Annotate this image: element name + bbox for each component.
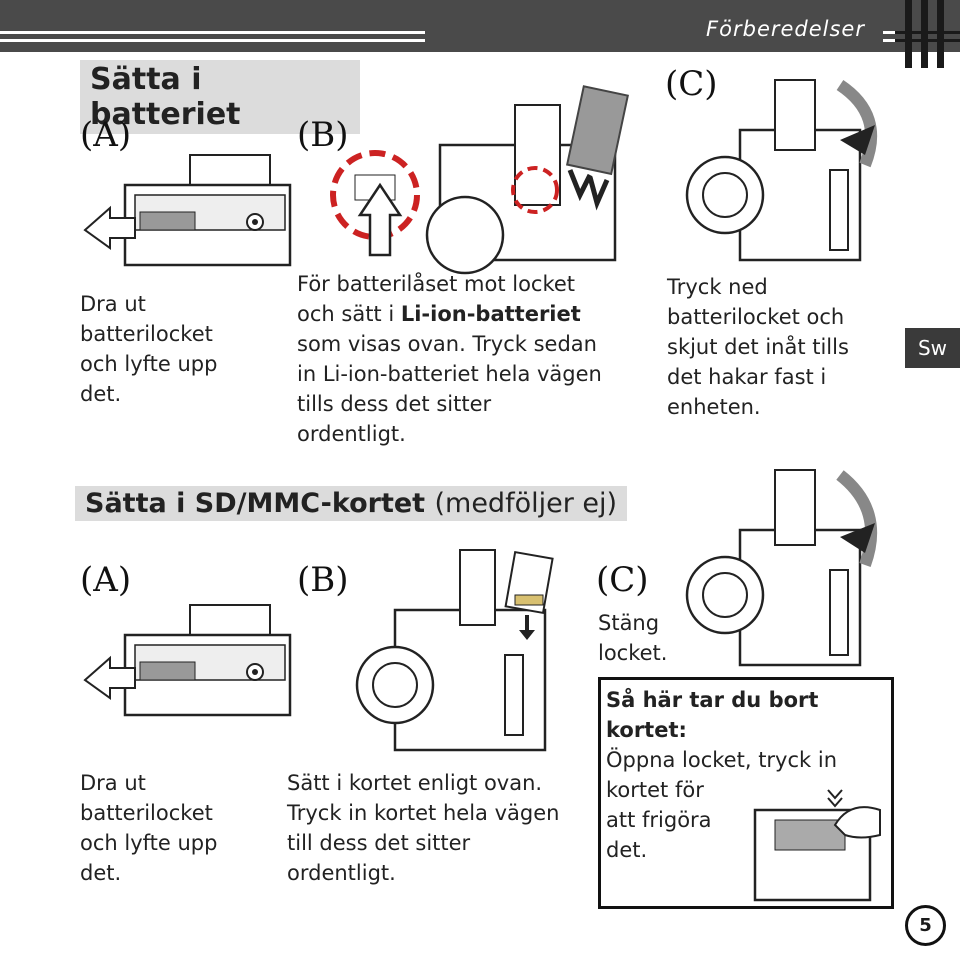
sd-card-insertion-illustration [355, 549, 554, 752]
corner-bar-decoration [921, 0, 928, 68]
step-c-text: Tryck ned batterilocket och skjut det in… [667, 275, 849, 419]
camera-close-lid-illustration [685, 469, 878, 667]
camera-bottom-illustration [83, 154, 292, 267]
battery-insertion-illustration [330, 85, 629, 275]
header-rule [0, 31, 425, 34]
header-rule [883, 39, 903, 42]
step-b-text: För batterilåset mot locket och sätt i L… [297, 272, 602, 446]
section-heading-sd-card: Sätta i SD/MMC-kortet (medföljer ej) [75, 486, 628, 521]
language-tab: Sw [905, 328, 960, 368]
step-c-text: Stäng locket. [598, 611, 668, 665]
step-label-a: (A) [80, 560, 132, 600]
corner-bar-decoration [895, 31, 960, 34]
step-a-text: Dra ut batterilocket och lyfte upp det. [80, 771, 218, 885]
camera-close-lid-illustration [685, 79, 878, 262]
corner-bar-decoration [937, 0, 944, 68]
step-label-b: (B) [297, 560, 349, 600]
step-b-text: Sätt i kortet enligt ovan. Tryck in kort… [287, 771, 560, 885]
step-label-b: (B) [297, 115, 349, 155]
camera-bottom-illustration [83, 604, 292, 717]
step-label-a: (A) [80, 115, 132, 155]
note-text: Så här tar du bort kortet: Öppna locket,… [606, 688, 838, 862]
header-title: Förberedelser [706, 17, 865, 41]
step-label-c: (C) [665, 64, 718, 104]
header-rule [0, 39, 425, 42]
corner-bar-decoration [905, 0, 912, 68]
corner-bar-decoration [895, 39, 960, 42]
header-bar [0, 0, 960, 52]
section-heading-battery: Sätta i batteriet [80, 60, 360, 134]
header-rule [883, 31, 903, 34]
step-label-c: (C) [596, 560, 649, 600]
card-release-illustration [753, 789, 881, 902]
step-a-text: Dra ut batterilocket och lyfte upp det. [80, 292, 218, 406]
page-number: 5 [905, 905, 946, 946]
